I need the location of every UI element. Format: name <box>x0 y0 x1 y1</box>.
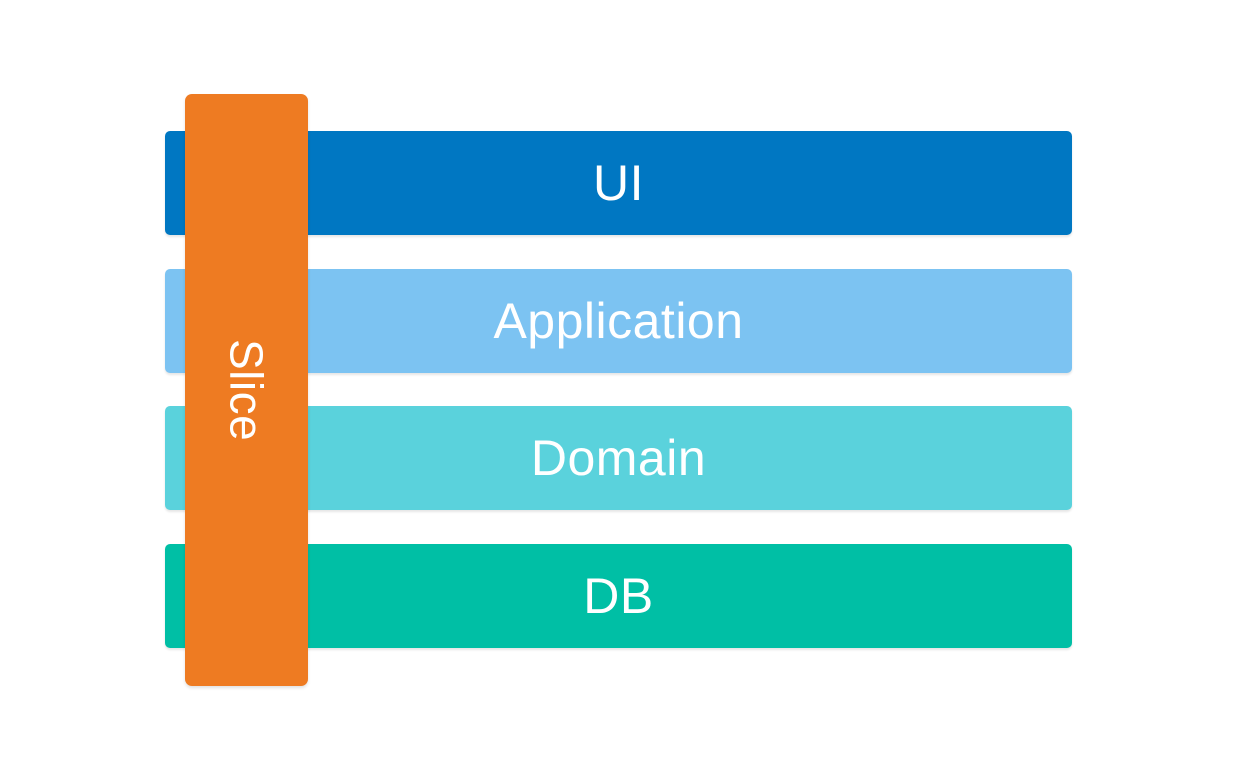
slice-bar: Slice <box>185 94 308 686</box>
layer-label-ui: UI <box>593 155 644 211</box>
layer-label-application: Application <box>493 293 744 349</box>
layer-bar-db: DB <box>165 544 1072 648</box>
layer-bar-domain: Domain <box>165 406 1072 510</box>
layer-label-db: DB <box>583 568 654 624</box>
layer-label-domain: Domain <box>530 430 707 486</box>
layer-bar-application: Application <box>165 269 1072 373</box>
slice-label: Slice <box>220 338 273 442</box>
layer-bar-ui: UI <box>165 131 1072 235</box>
